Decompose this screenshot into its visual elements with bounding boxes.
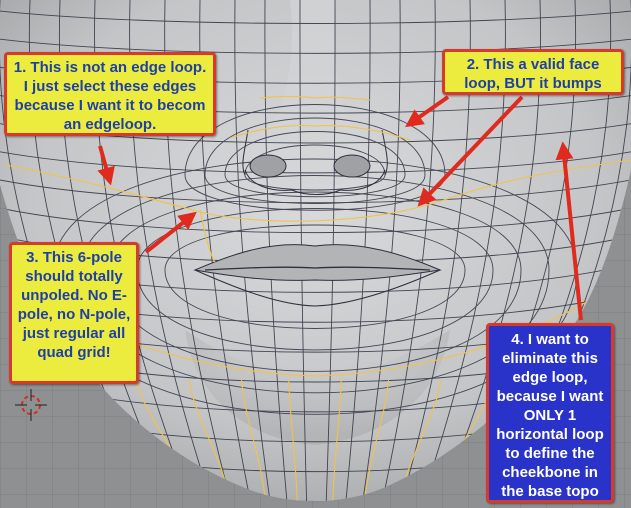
mesh-vertical-line xyxy=(234,0,272,502)
selected-chin-edge xyxy=(331,379,342,502)
selected-cheek-loop xyxy=(4,159,631,222)
mesh-nose-loop xyxy=(184,104,446,211)
selected-chin-edge xyxy=(240,379,267,502)
mesh-nose-loop xyxy=(204,117,426,204)
annotation-note-4: 4. I want to eliminate this edge loop, b… xyxy=(486,323,614,503)
selected-chin-edge xyxy=(288,379,299,502)
mouth xyxy=(193,244,442,307)
mesh-mouth-loop xyxy=(136,208,494,351)
mesh-mouth-loop xyxy=(164,224,466,329)
selected-nose-loop xyxy=(229,124,411,141)
arrow-note-1 xyxy=(97,145,115,186)
annotation-note-1: 1. This is not an edge loop. I just sele… xyxy=(4,52,216,136)
arrow-note-2b xyxy=(417,95,524,207)
arrow-note-4 xyxy=(555,141,583,321)
mesh-horizontal-line xyxy=(0,177,631,204)
nose xyxy=(242,129,388,195)
annotation-note-3: 3. This 6-pole should totally unpoled. N… xyxy=(9,242,139,384)
mesh-horizontal-line xyxy=(0,205,631,234)
annotation-arrows xyxy=(97,95,583,321)
mesh-mouth-loop xyxy=(80,175,550,394)
mesh-mouth-loop xyxy=(108,191,522,372)
mesh-nose-loop xyxy=(224,131,406,198)
selected-chin-edge xyxy=(363,379,390,502)
selected-pole-edge xyxy=(199,209,216,263)
mesh-vertical-line xyxy=(380,0,436,502)
3d-cursor-icon xyxy=(15,389,47,421)
mesh-vertical-line xyxy=(361,0,401,502)
annotation-note-2: 2. This a valid face loop, BUT it bumps xyxy=(442,49,624,95)
mesh-horizontal-line xyxy=(0,37,631,54)
selected-upper-loop xyxy=(259,95,371,101)
arrow-note-2a xyxy=(405,95,450,128)
mesh-horizontal-line xyxy=(0,9,631,24)
arrow-note-3 xyxy=(144,211,197,254)
